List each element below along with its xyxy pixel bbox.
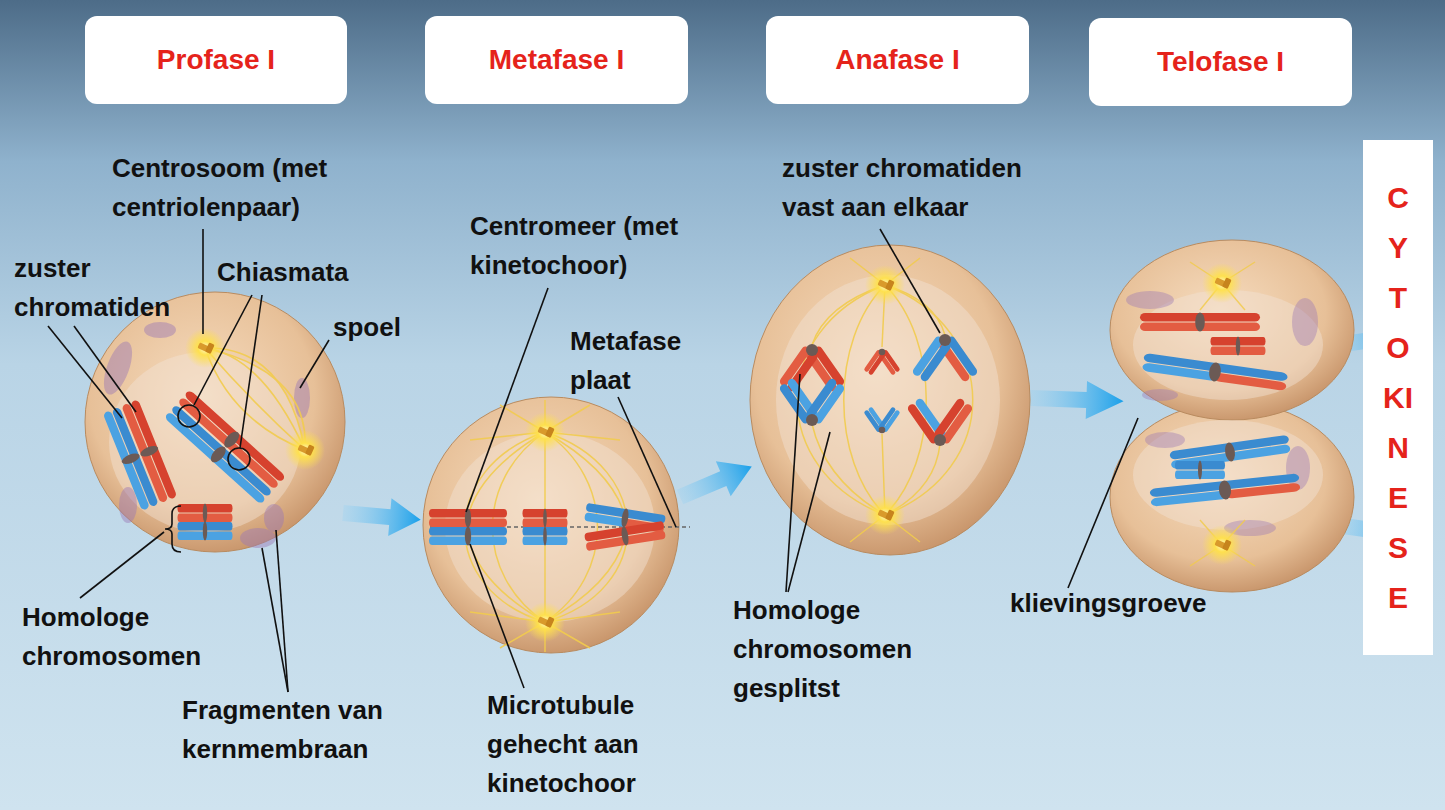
telophase-cells xyxy=(1142,353,1288,392)
chiasma-marker xyxy=(178,405,200,427)
callout-label: Homologe chromosomen xyxy=(22,598,242,676)
callout-label: Centromeer (met kinetochoor) xyxy=(470,207,760,285)
metaphase-cell xyxy=(523,527,568,546)
callout-label: spoel xyxy=(333,308,433,347)
metaphase-cell xyxy=(523,509,568,528)
prophase-cell xyxy=(178,504,233,523)
callout-label: klievingsgroeve xyxy=(1010,584,1250,623)
anaphase-cell xyxy=(778,377,846,426)
telophase-cells xyxy=(1211,337,1266,356)
leader-lines xyxy=(74,326,136,412)
prophase-cell xyxy=(85,292,345,552)
anaphase-cell xyxy=(865,495,905,535)
nuclear-envelope-fragment xyxy=(1126,291,1174,309)
anaphase-cell xyxy=(863,406,900,433)
leader-lines xyxy=(300,340,329,388)
leader-lines xyxy=(240,295,262,448)
callout-label: Chiasmata xyxy=(217,253,417,292)
leader-lines xyxy=(1068,418,1138,588)
anaphase-cell xyxy=(863,349,900,376)
telophase-cells xyxy=(1110,402,1354,592)
leader-lines xyxy=(48,229,1138,692)
callout-label: zuster chromatiden xyxy=(14,249,204,327)
telophase-cells xyxy=(1140,313,1260,332)
nuclear-envelope-fragment xyxy=(1286,446,1310,490)
nuclear-envelope-fragment xyxy=(1292,298,1318,346)
leader-lines xyxy=(80,532,164,598)
cytokinesis-band: CYTOKINESE xyxy=(1363,140,1433,655)
vertical-heading: CYTOKINESE xyxy=(1383,173,1413,623)
callout-label: Microtubule gehecht aan kinetochoor xyxy=(487,686,687,803)
phase-title-box: Profase I xyxy=(85,16,347,104)
phase-title: Profase I xyxy=(157,44,275,76)
nuclear-envelope-fragment xyxy=(1142,389,1178,401)
flow-arrows xyxy=(1029,379,1124,420)
metaphase-cell xyxy=(423,397,679,653)
bracket xyxy=(165,506,181,552)
phase-title: Telofase I xyxy=(1157,46,1284,78)
flow-arrows xyxy=(673,449,760,514)
flow-arrows xyxy=(341,494,422,539)
telophase-cells xyxy=(1110,240,1354,420)
prophase-cell xyxy=(164,404,273,505)
phase-title: Metafase I xyxy=(489,44,624,76)
callout-label: Centrosoom (met centriolenpaar) xyxy=(112,149,412,227)
leader-lines xyxy=(618,397,676,527)
telophase-cells xyxy=(1133,420,1323,530)
leader-lines xyxy=(202,229,204,334)
spindle xyxy=(797,285,885,515)
prophase-cell xyxy=(109,352,301,532)
chiasma-marker xyxy=(228,448,250,470)
prophase-cell xyxy=(285,430,325,470)
metaphase-cell xyxy=(429,509,507,528)
anaphase-cell xyxy=(865,265,905,305)
spindle xyxy=(844,285,885,515)
leader-lines xyxy=(786,374,800,592)
anaphase-cell xyxy=(778,344,846,393)
metaphase-cell xyxy=(584,520,666,551)
prophase-cell xyxy=(185,328,225,368)
telophase-cells xyxy=(1110,240,1354,592)
callout-label: Metafase plaat xyxy=(570,322,710,400)
leader-lines xyxy=(262,548,288,692)
nuclear-envelope-fragment xyxy=(98,322,310,548)
phase-title-box: Anafase I xyxy=(766,16,1029,104)
metaphase-cell xyxy=(525,602,565,642)
nuclear-envelope-fragment xyxy=(1145,432,1185,448)
metaphase-cell xyxy=(429,527,507,546)
spindle xyxy=(1190,262,1255,566)
prophase-cell xyxy=(85,292,345,552)
telophase-cells xyxy=(1202,525,1242,565)
leader-lines xyxy=(788,432,830,592)
phase-title: Anafase I xyxy=(835,44,960,76)
nuclear-envelope-fragment xyxy=(119,487,137,523)
leader-lines xyxy=(880,229,940,333)
callout-label: Homologe chromosomen gesplitst xyxy=(733,591,953,708)
phase-title-box: Telofase I xyxy=(1089,18,1352,106)
leader-lines xyxy=(48,326,122,418)
prophase-cell xyxy=(178,522,233,541)
metaphase-cell xyxy=(423,397,690,653)
leader-lines xyxy=(194,295,252,405)
anaphase-cell xyxy=(906,397,974,446)
nuclear-envelope-fragment xyxy=(1126,291,1318,536)
callout-label: Fragmenten van kernmembraan xyxy=(182,691,432,769)
callout-label: zuster chromatiden vast aan elkaar xyxy=(782,149,1062,227)
metaphase-cell xyxy=(525,412,565,452)
telophase-cells xyxy=(1149,473,1300,508)
leader-lines xyxy=(466,288,548,512)
anaphase-cell xyxy=(776,275,1000,525)
leader-lines xyxy=(470,544,524,688)
anaphase-cell xyxy=(911,334,979,383)
leader-lines xyxy=(276,530,288,692)
phase-title-box: Metafase I xyxy=(425,16,688,104)
nuclear-envelope-fragment xyxy=(144,322,176,338)
nuclear-envelope-fragment xyxy=(264,504,284,532)
telophase-cells xyxy=(1175,461,1225,480)
telophase-cells xyxy=(1202,263,1242,303)
